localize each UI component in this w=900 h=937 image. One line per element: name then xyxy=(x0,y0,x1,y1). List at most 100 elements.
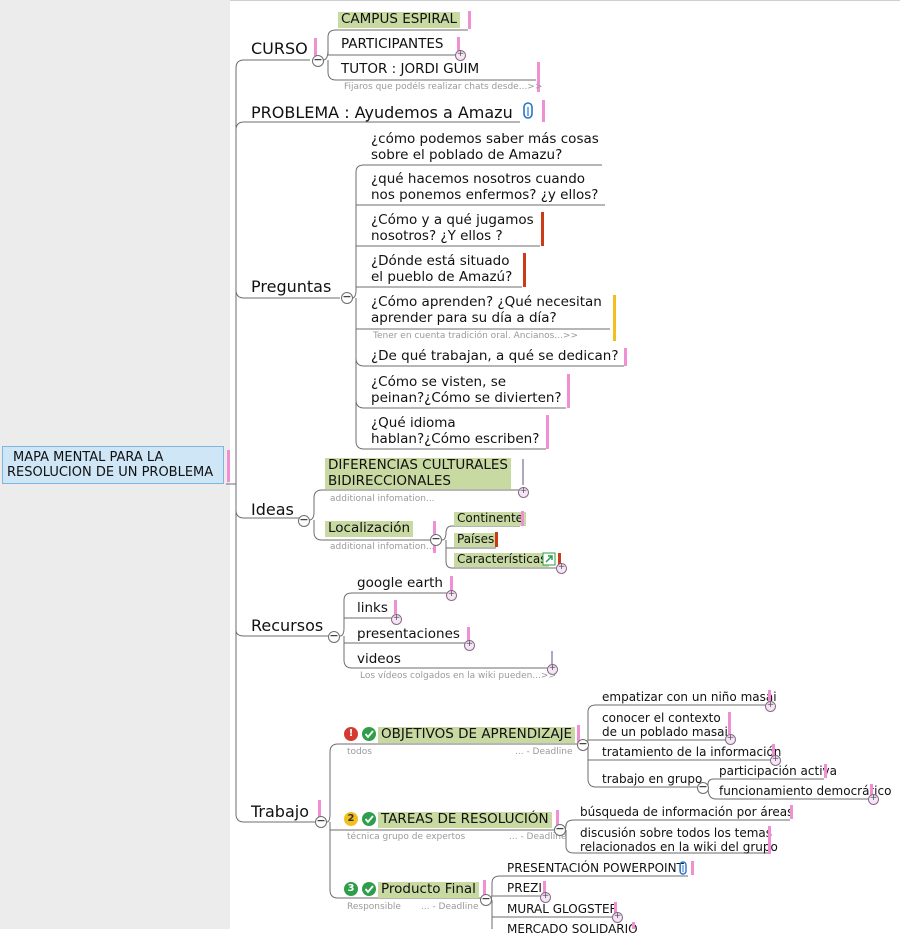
topic-note[interactable]: Fijaros que podéls realizar chats desde.… xyxy=(344,82,543,92)
question-2[interactable]: ¿qué hacemos nosotros cuando nos ponemos… xyxy=(371,171,598,203)
priority-bar xyxy=(542,100,545,122)
topic-note[interactable]: additional infomation... xyxy=(330,542,435,552)
question-3[interactable]: ¿Cómo y a qué jugamos nosotros? ¿Y ellos… xyxy=(371,212,534,244)
collapse-icon[interactable]: − xyxy=(430,532,442,546)
objective-empatizar[interactable]: empatizar con un niño masai xyxy=(602,690,777,704)
expand-icon[interactable]: + xyxy=(868,793,879,805)
task-discusion-temas[interactable]: discusión sobre todos los temas relacion… xyxy=(580,826,778,855)
topic-preguntas[interactable]: Preguntas xyxy=(251,277,332,296)
topic-paises[interactable]: Países xyxy=(454,532,498,547)
root-topic[interactable]: MAPA MENTAL PARA LA RESOLUCION DE UN PRO… xyxy=(2,446,224,484)
priority-bar xyxy=(567,374,570,408)
question-line: aprender para su día a día? xyxy=(371,309,557,326)
root-label-line-2: RESOLUCION DE UN PROBLEMA xyxy=(7,465,214,480)
objective-tratamiento-informacion[interactable]: tratamiento de la información xyxy=(602,745,782,759)
objective-line: de un poblado masai xyxy=(602,724,728,739)
task-busqueda-informacion[interactable]: búsqueda de información por áreas xyxy=(580,805,794,819)
topic-continente[interactable]: Continente xyxy=(454,511,527,526)
expand-icon[interactable]: + xyxy=(518,486,529,498)
collapse-icon[interactable]: − xyxy=(312,53,324,67)
collapse-icon[interactable]: − xyxy=(697,780,709,794)
collapse-icon[interactable]: − xyxy=(554,822,566,836)
topic-tutor[interactable]: TUTOR : JORDI GUIM xyxy=(341,61,480,77)
question-1[interactable]: ¿cómo podemos saber más cosas sobre el p… xyxy=(371,131,599,163)
priority-bar xyxy=(314,38,317,56)
root-label-line-1: MAPA MENTAL PARA LA xyxy=(13,450,164,465)
product-presentacion-powerpoint[interactable]: PRESENTACIÓN POWERPOINT xyxy=(507,861,684,875)
expand-icon[interactable]: + xyxy=(725,733,736,745)
topic-note[interactable]: Los vídeos colgados en la wiki pueden...… xyxy=(360,671,556,681)
topic-diferencias-culturales[interactable]: DIFERENCIAS CULTURALES BIDIRECCIONALES xyxy=(325,457,511,490)
priority-bar xyxy=(467,627,470,641)
priority-3-icon: 3 xyxy=(344,882,358,896)
priority-bar xyxy=(768,690,771,704)
topic-trabajo[interactable]: Trabajo xyxy=(251,802,309,821)
resource-google-earth[interactable]: google earth xyxy=(357,575,443,591)
topic-meta-right: ... - Deadline xyxy=(421,902,479,912)
topic-note[interactable]: Tener en cuenta tradición oral. Ancianos… xyxy=(373,331,579,341)
collapse-icon[interactable]: − xyxy=(298,513,310,527)
priority-bar xyxy=(613,295,616,341)
resource-presentaciones[interactable]: presentaciones xyxy=(357,626,460,642)
topic-caracteristicas[interactable]: Características xyxy=(454,552,550,567)
topic-tareas-resolucion[interactable]: TAREAS DE RESOLUCIÓN xyxy=(378,811,552,828)
question-7[interactable]: ¿Cómo se visten, se peinan?¿Cómo se divi… xyxy=(371,374,562,406)
question-line: ¿Cómo aprenden? ¿Qué necesitan xyxy=(371,294,602,310)
priority-2-icon: 2 xyxy=(344,812,358,826)
collapse-icon[interactable]: − xyxy=(577,737,589,751)
topic-problema[interactable]: PROBLEMA : Ayudemos a Amazu xyxy=(251,103,513,122)
expand-icon[interactable]: + xyxy=(455,49,466,61)
topic-localizacion[interactable]: Localización xyxy=(325,520,414,537)
question-line: ¿Cómo se visten, se xyxy=(371,374,507,390)
topic-recursos[interactable]: Recursos xyxy=(251,616,324,635)
priority-bar xyxy=(537,62,540,92)
topic-ideas[interactable]: Ideas xyxy=(251,500,294,519)
collapse-icon[interactable]: − xyxy=(341,290,353,304)
question-6[interactable]: ¿De qué trabajan, a qué se dedican? xyxy=(371,348,619,364)
topic-note[interactable]: additional infomation... xyxy=(330,494,435,504)
objective-trabajo-grupo[interactable]: trabajo en grupo xyxy=(602,772,703,786)
expand-icon[interactable]: + xyxy=(464,639,475,651)
priority-bar xyxy=(632,922,635,929)
topic-campus-espiral[interactable]: CAMPUS ESPIRAL xyxy=(338,11,461,28)
priority-bar xyxy=(614,902,617,914)
topic-participantes[interactable]: PARTICIPANTES xyxy=(341,36,444,52)
topic-line: BIDIRECCIONALES xyxy=(328,472,451,489)
topic-producto-final[interactable]: Producto Final xyxy=(378,881,479,898)
priority-bar xyxy=(824,764,827,778)
product-mural-glogster[interactable]: MURAL GLOGSTER xyxy=(507,902,618,916)
resource-links[interactable]: links xyxy=(357,600,388,616)
expand-icon[interactable]: + xyxy=(556,562,567,574)
expand-icon[interactable]: + xyxy=(612,911,623,923)
topic-curso[interactable]: CURSO xyxy=(251,39,308,58)
collapse-icon[interactable]: − xyxy=(328,629,340,643)
expand-icon[interactable]: + xyxy=(765,700,776,712)
objective-funcionamiento-democratico[interactable]: funcionamiento democrático xyxy=(719,784,892,798)
expand-icon[interactable]: + xyxy=(540,891,551,903)
question-5[interactable]: ¿Cómo aprenden? ¿Qué necesitan aprender … xyxy=(371,294,602,326)
topic-meta-left: Responsible xyxy=(347,902,401,912)
objective-participacion-activa[interactable]: participación activa xyxy=(719,764,837,778)
question-line: ¿Dónde está situado xyxy=(371,253,510,269)
task-line: discusión sobre todos los temas xyxy=(580,826,773,840)
priority-bar xyxy=(394,600,397,614)
resource-videos[interactable]: videos xyxy=(357,651,401,667)
expand-icon[interactable]: + xyxy=(770,754,781,766)
objective-conocer-contexto[interactable]: conocer el contexto de un poblado masai xyxy=(602,711,728,740)
priority-bar xyxy=(691,861,694,875)
expand-icon[interactable]: + xyxy=(547,663,558,675)
product-prezi[interactable]: PREZI xyxy=(507,881,542,895)
priority-bar xyxy=(457,37,460,51)
product-mercado-solidario[interactable]: MERCADO SOLIDARIO xyxy=(507,922,638,936)
topic-objetivos-aprendizaje[interactable]: OBJETIVOS DE APRENDIZAJE xyxy=(378,726,576,743)
question-8[interactable]: ¿Qué idioma hablan?¿Cómo escriben? xyxy=(371,415,539,447)
collapse-icon[interactable]: − xyxy=(480,892,492,906)
collapse-icon[interactable]: − xyxy=(315,814,327,828)
question-4[interactable]: ¿Dónde está situado el pueblo de Amazú? xyxy=(371,253,512,285)
expand-icon[interactable]: + xyxy=(391,613,402,625)
expand-icon[interactable]: + xyxy=(446,589,457,601)
